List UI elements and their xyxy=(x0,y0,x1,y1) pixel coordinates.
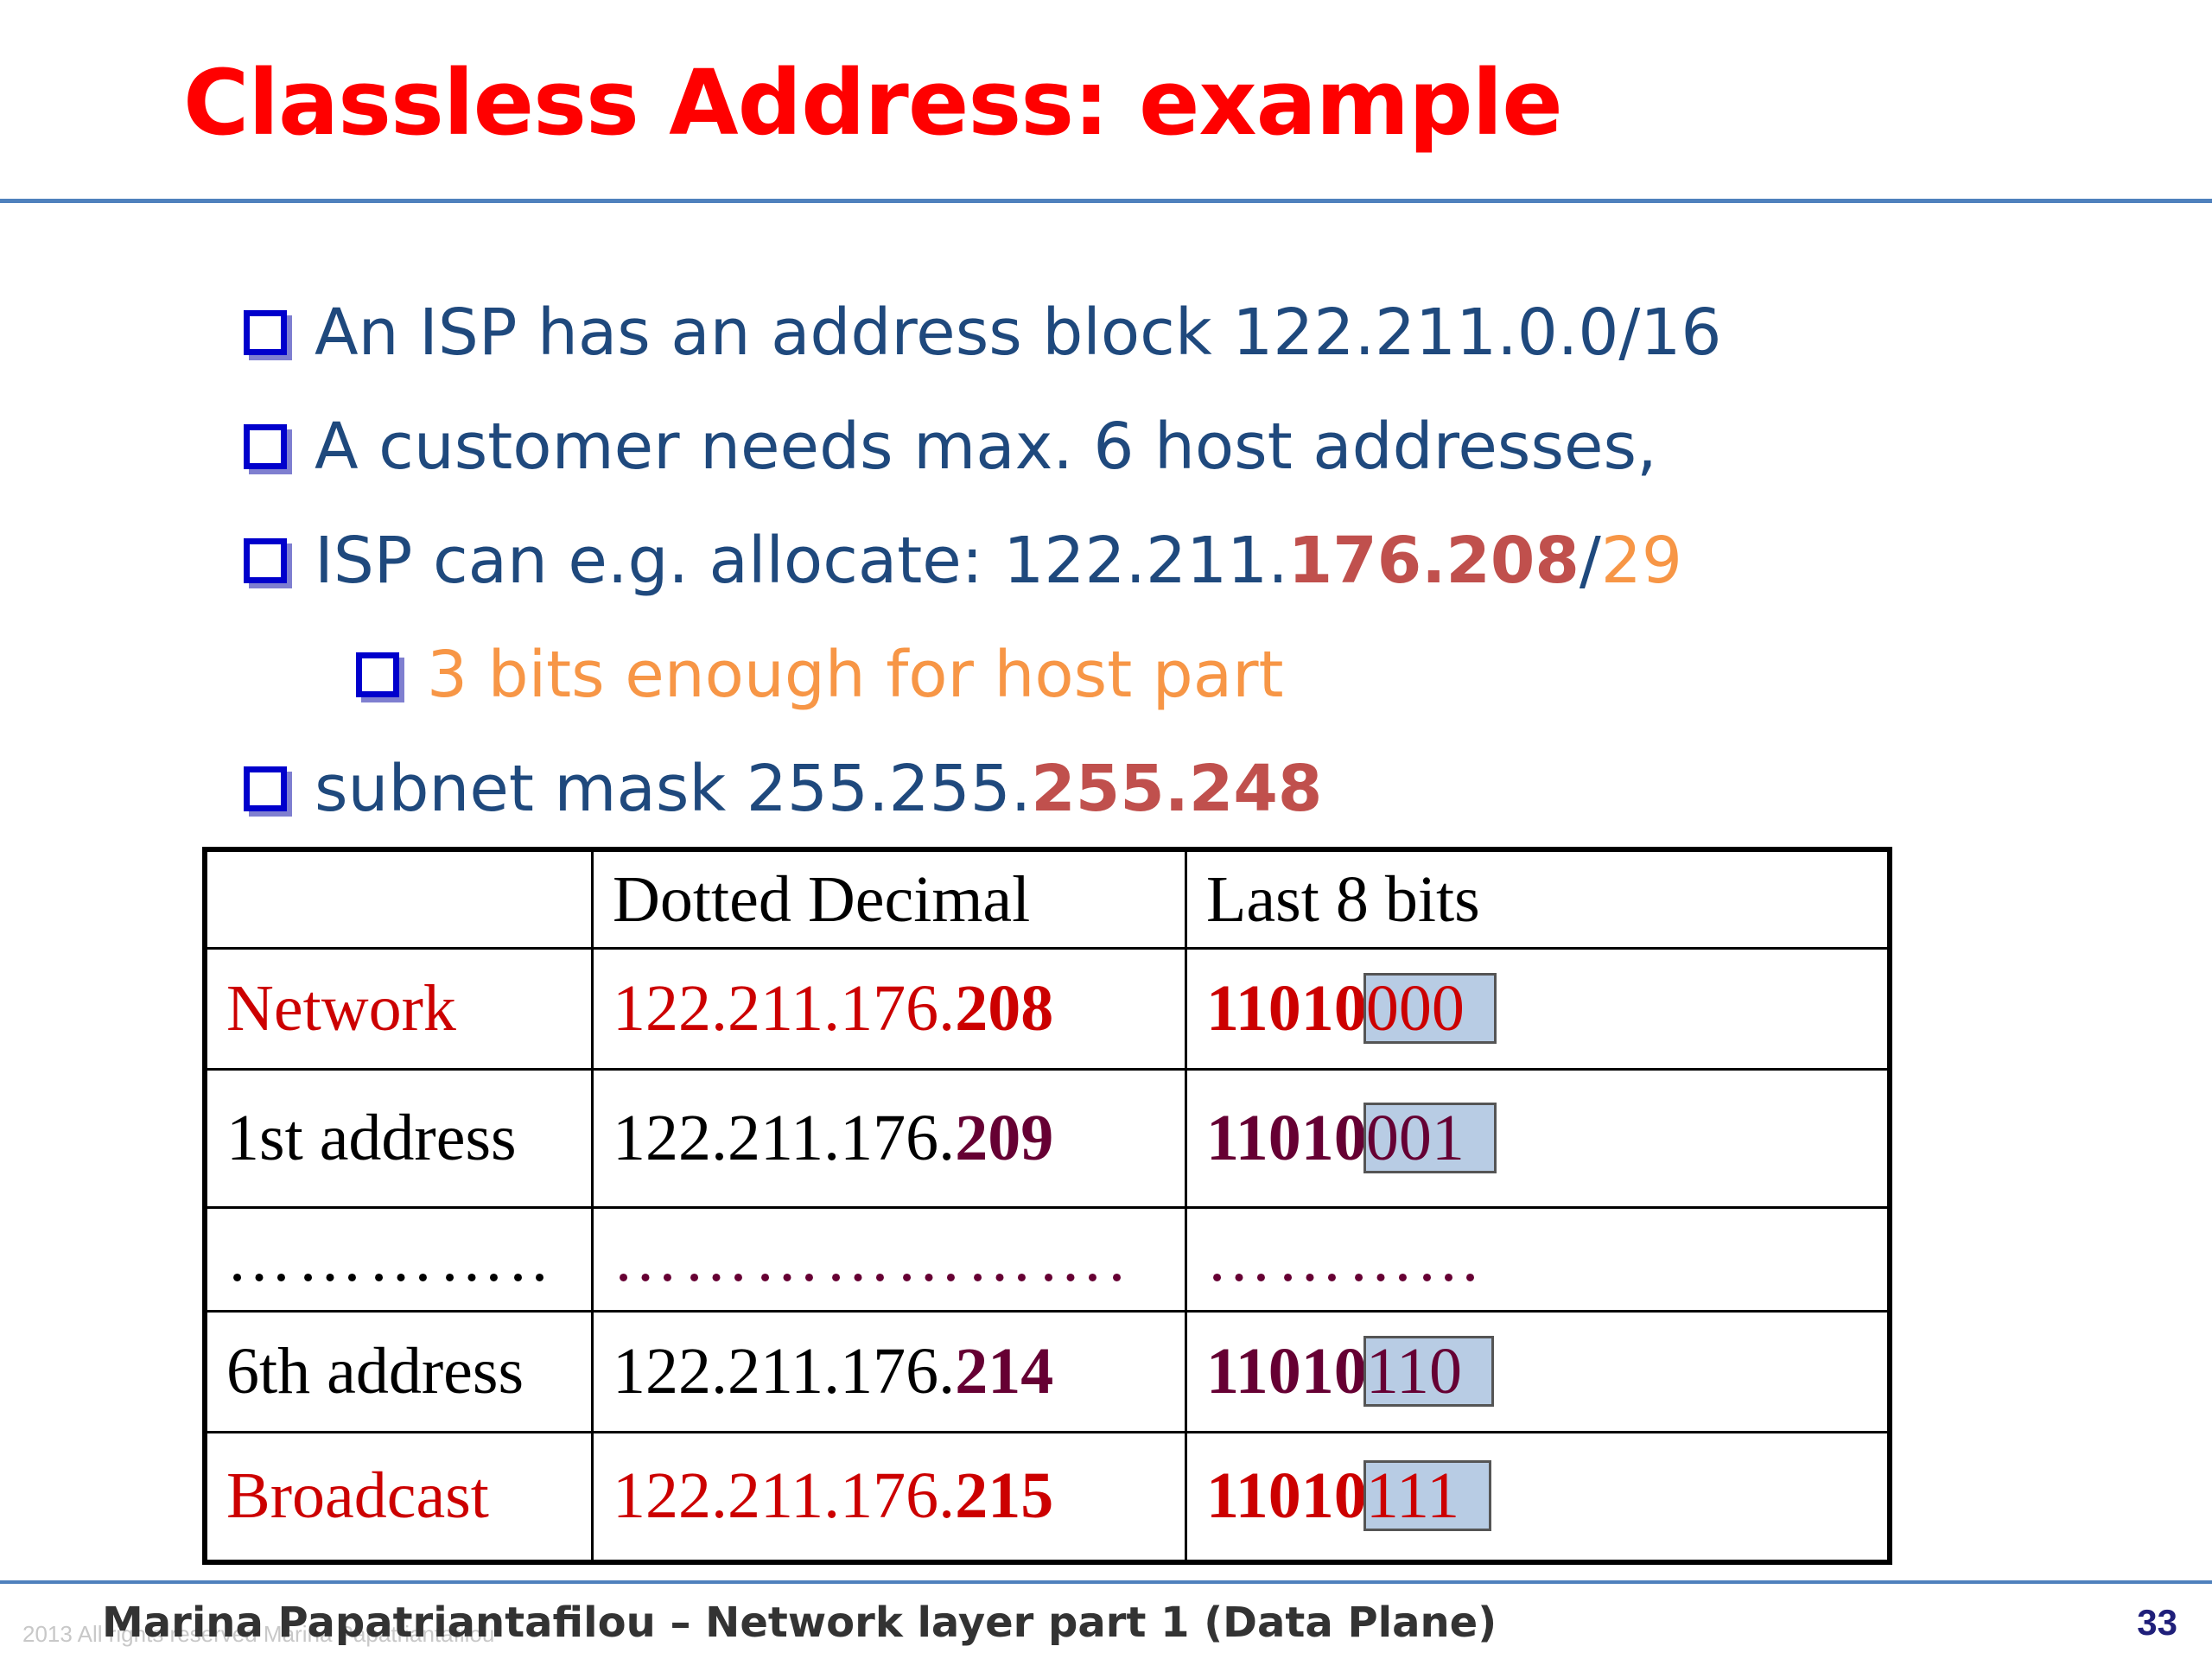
bullet-text-prefix: ISP can e.g. allocate: 122.211. xyxy=(315,524,1288,598)
checkbox-bullet-icon xyxy=(244,766,287,811)
bullet-item: A customer needs max. 6 host addresses, xyxy=(244,399,1657,494)
footer-text: Marina Papatriantafilou – Network layer … xyxy=(102,1599,1497,1647)
slide-title: Classless Address: example xyxy=(183,50,1563,156)
dotted-last: 209 xyxy=(955,1102,1054,1174)
row-label: 6th address xyxy=(203,1310,594,1433)
row-label: 1st address xyxy=(203,1068,594,1209)
row-label: Broadcast xyxy=(203,1431,594,1563)
table-row-ellipsis: ………….. …………………. ………... xyxy=(203,1206,1891,1313)
network-bits: 11010 xyxy=(1206,972,1367,1045)
header-cell: Dotted Decimal xyxy=(591,848,1187,950)
host-bits: 111 xyxy=(1363,1460,1492,1532)
footer-divider xyxy=(0,1580,2212,1584)
network-bits: 11010 xyxy=(1206,1335,1367,1408)
checkbox-bullet-icon xyxy=(244,538,287,583)
row-label: Network xyxy=(203,947,594,1071)
bullet-item: subnet mask 255.255.255.248 xyxy=(244,741,1322,836)
dotted-decimal: 122.211.176.214 xyxy=(591,1310,1187,1433)
table-row: 1st address 122.211.176.209 11010001 xyxy=(203,1068,1891,1209)
dotted-last: 215 xyxy=(955,1459,1054,1533)
dotted-last: 214 xyxy=(955,1335,1054,1408)
prefix-length: 29 xyxy=(1600,524,1682,598)
bullet-text: 3 bits enough for host part xyxy=(427,638,1284,712)
table-row: Broadcast 122.211.176.215 11010111 xyxy=(203,1431,1891,1563)
bullet-item: ISP can e.g. allocate: 122.211.176.208/2… xyxy=(244,513,1682,608)
dotted-prefix: 122.211.176. xyxy=(613,1335,956,1408)
checkbox-bullet-icon xyxy=(356,652,399,697)
last-8-bits: 11010000 xyxy=(1185,947,1891,1071)
dotted-prefix: 122.211.176. xyxy=(613,1102,956,1174)
mask-highlight: 255.248 xyxy=(1031,752,1323,826)
checkbox-bullet-icon xyxy=(244,424,287,469)
dotted-decimal: 122.211.176.215 xyxy=(591,1431,1187,1563)
host-bits: 000 xyxy=(1363,973,1497,1044)
host-bits: 001 xyxy=(1363,1103,1497,1173)
header-cell xyxy=(203,848,594,950)
last-8-bits: ………... xyxy=(1185,1206,1891,1313)
network-bits: 11010 xyxy=(1206,1102,1367,1174)
bullet-item: An ISP has an address block 122.211.0.0/… xyxy=(244,285,1722,380)
dotted-decimal: …………………. xyxy=(591,1206,1187,1313)
dotted-decimal: 122.211.176.209 xyxy=(591,1068,1187,1209)
dotted-last: 208 xyxy=(955,972,1054,1045)
address-table: Dotted Decimal Last 8 bits Network 122.2… xyxy=(202,847,1892,1565)
table-row: Network 122.211.176.208 11010000 xyxy=(203,947,1891,1071)
allocated-host-octets: 176.208 xyxy=(1287,524,1580,598)
bullet-text-prefix: subnet mask 255.255. xyxy=(315,752,1032,826)
sub-bullet-item: 3 bits enough for host part xyxy=(356,627,1284,722)
table-header-row: Dotted Decimal Last 8 bits xyxy=(203,848,1891,950)
page-number: 33 xyxy=(2137,1602,2177,1643)
last-8-bits: 11010001 xyxy=(1185,1068,1891,1209)
checkbox-bullet-icon xyxy=(244,310,287,355)
bullet-text: An ISP has an address block 122.211.0.0/… xyxy=(315,296,1722,370)
dotted-prefix: 122.211.176. xyxy=(613,972,956,1045)
network-bits: 11010 xyxy=(1206,1459,1367,1533)
row-label: ………….. xyxy=(203,1206,594,1313)
title-divider xyxy=(0,199,2212,203)
last-8-bits: 11010111 xyxy=(1185,1431,1891,1563)
slash: / xyxy=(1579,524,1601,598)
table-row: 6th address 122.211.176.214 11010110 xyxy=(203,1310,1891,1433)
host-bits: 110 xyxy=(1363,1336,1494,1407)
bullet-text: A customer needs max. 6 host addresses, xyxy=(315,410,1657,484)
dotted-prefix: 122.211.176. xyxy=(613,1459,956,1533)
copyright-text: 2013 All rights reserved Marina Papatria… xyxy=(22,1621,495,1647)
header-cell: Last 8 bits xyxy=(1185,848,1891,950)
dotted-decimal: 122.211.176.208 xyxy=(591,947,1187,1071)
last-8-bits: 11010110 xyxy=(1185,1310,1891,1433)
